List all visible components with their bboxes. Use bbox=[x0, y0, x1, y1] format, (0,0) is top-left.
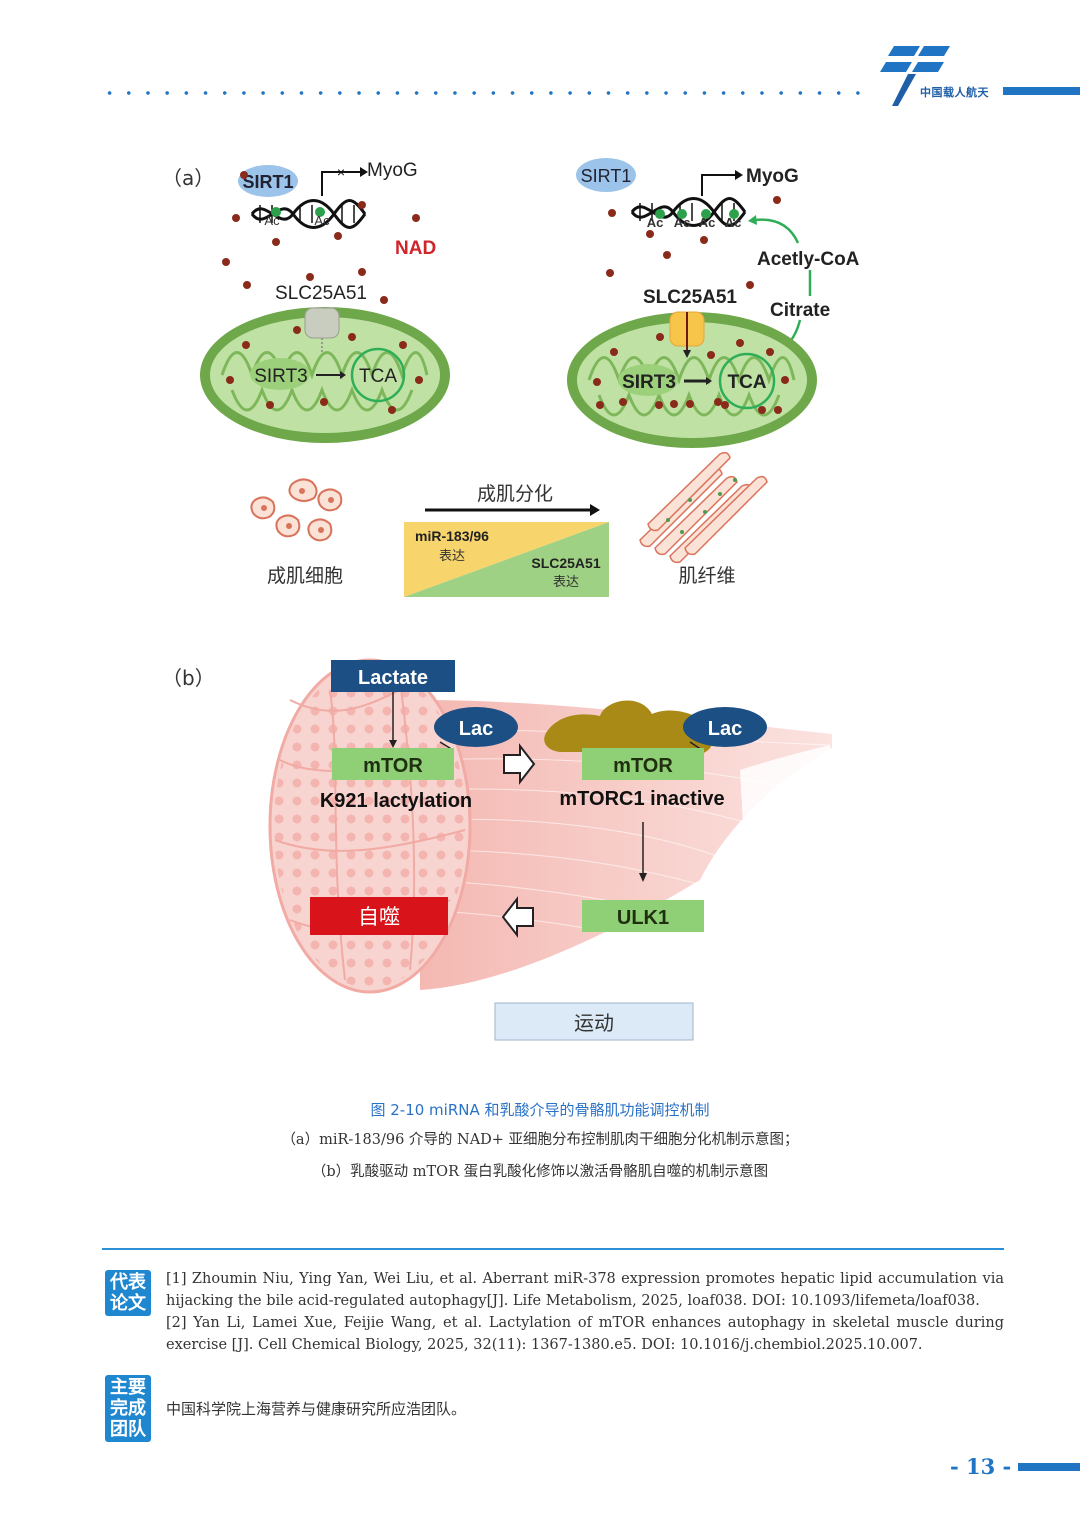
papers-tag: 代表论文 bbox=[105, 1270, 151, 1316]
sirt3-label-left: SIRT3 bbox=[254, 366, 308, 387]
ac-label: Ac bbox=[264, 213, 280, 228]
mir-expr-label: 表达 bbox=[439, 549, 465, 564]
sirt1-label-right: SIRT1 bbox=[581, 166, 632, 186]
lactate-box bbox=[331, 660, 455, 692]
ulk1-label: ULK1 bbox=[617, 907, 669, 929]
arrow-left-icon bbox=[501, 896, 534, 938]
figure-caption-b: （b）乳酸驱动 mTOR 蛋白乳酸化修饰以激活骨骼肌自噬的机制示意图 bbox=[311, 1164, 769, 1180]
header-bar bbox=[1003, 87, 1080, 95]
mtor-label-1: mTOR bbox=[363, 755, 423, 777]
lactate-label: Lactate bbox=[358, 667, 428, 689]
panel-a-right: SIRT1 Ac Ac Ac Ac MyoG Acetly-CoA Citrat… bbox=[567, 158, 860, 448]
autophagy-label: 自噬 bbox=[358, 905, 400, 929]
mtor-label-2: mTOR bbox=[613, 755, 673, 777]
team-tag: 主要完成团队 bbox=[105, 1375, 151, 1442]
ac-label: Ac bbox=[647, 215, 664, 230]
exercise-label: 运动 bbox=[574, 1011, 614, 1035]
page-number: - 13 - bbox=[950, 1454, 1012, 1479]
myog-label-left: MyoG bbox=[367, 160, 418, 181]
slc-bottom-label: SLC25A51 bbox=[531, 555, 600, 571]
ulk1-box bbox=[582, 900, 704, 932]
slc-expr-label: 表达 bbox=[553, 575, 579, 590]
sirt3-label-right: SIRT3 bbox=[622, 372, 676, 393]
mtorc1-complex bbox=[544, 700, 713, 755]
tca-label-right: TCA bbox=[727, 372, 766, 393]
myofiber-label: 肌纤维 bbox=[678, 565, 735, 587]
section-divider bbox=[102, 1248, 1004, 1250]
cmse-logo-icon bbox=[880, 46, 950, 106]
ac-label: Ac bbox=[314, 213, 330, 228]
team-text: 中国科学院上海营养与健康研究所应浩团队。 bbox=[166, 1400, 467, 1418]
figure: SIRT1 Ac Ac × MyoG NAD SLC25A51 SIRT3 bbox=[200, 158, 860, 1041]
nad-label: NAD bbox=[395, 238, 436, 259]
sirt1-label-left: SIRT1 bbox=[242, 172, 293, 192]
ac-label: Ac bbox=[725, 215, 742, 230]
mtor-box-2 bbox=[582, 748, 704, 780]
panel-b-label: （b） bbox=[162, 666, 215, 690]
panel-a-left: SIRT1 Ac Ac × MyoG NAD SLC25A51 SIRT3 bbox=[200, 160, 450, 443]
slc25a51-label-left: SLC25A51 bbox=[275, 283, 367, 304]
reference-1: [1] Zhoumin Niu, Ying Yan, Wei Liu, et a… bbox=[166, 1271, 1004, 1309]
references: [1] Zhoumin Niu, Ying Yan, Wei Liu, et a… bbox=[166, 1268, 1004, 1356]
autophagy-box bbox=[310, 897, 448, 935]
k921-label: K921 lactylation bbox=[320, 790, 472, 812]
ac-label: Ac bbox=[674, 215, 691, 230]
sirt1-blob-right bbox=[576, 158, 636, 192]
citrate-label: Citrate bbox=[770, 300, 830, 321]
logo-text: 中国载人航天 bbox=[920, 86, 989, 99]
team-tag-label: 主要完成团队 bbox=[110, 1377, 146, 1440]
arrow-right-icon bbox=[503, 743, 536, 785]
lac-oval-1 bbox=[434, 707, 518, 747]
myog-label-right: MyoG bbox=[746, 166, 799, 187]
acetyl-coa-label: Acetly-CoA bbox=[757, 249, 860, 270]
slc25a51-label-right: SLC25A51 bbox=[643, 287, 737, 308]
lac-oval-2 bbox=[683, 707, 767, 747]
figure-caption-title: 图 2-10 miRNA 和乳酸介导的骨骼肌功能调控机制 bbox=[370, 1101, 710, 1119]
figure-caption-a: （a）miR-183/96 介导的 NAD+ 亚细胞分布控制肌肉干细胞分化机制示… bbox=[281, 1132, 799, 1148]
mtor-box-1 bbox=[332, 748, 454, 780]
myoblast-label: 成肌细胞 bbox=[267, 565, 343, 587]
differentiation-label: 成肌分化 bbox=[477, 483, 553, 505]
exercise-box bbox=[494, 1002, 694, 1041]
panel-a-label: （a） bbox=[162, 166, 215, 190]
ac-label: Ac bbox=[699, 215, 716, 230]
sirt1-blob-left bbox=[238, 165, 298, 197]
lac-label-1: Lac bbox=[459, 718, 493, 740]
svg-text:×: × bbox=[337, 164, 345, 180]
slc-triangle bbox=[404, 522, 609, 597]
myofiber-icon bbox=[639, 451, 768, 564]
papers-tag-label: 代表论文 bbox=[110, 1272, 146, 1314]
header-dotted-line bbox=[100, 90, 870, 96]
tca-label-left: TCA bbox=[359, 366, 397, 387]
footer-bar bbox=[1018, 1463, 1080, 1471]
lac-label-2: Lac bbox=[708, 718, 742, 740]
panel-b: Lactate Lac mTOR K921 lactylation Lac mT… bbox=[268, 658, 832, 1041]
mir-label: miR-183/96 bbox=[415, 528, 489, 544]
panel-a-bottom: 成肌细胞 成肌分化 miR-183/96 表达 SLC25A51 表达 肌纤维 bbox=[250, 451, 768, 597]
mtorc1-label: mTORC1 inactive bbox=[559, 788, 724, 810]
reference-2: [2] Yan Li, Lamei Xue, Feijie Wang, et a… bbox=[166, 1315, 1004, 1353]
